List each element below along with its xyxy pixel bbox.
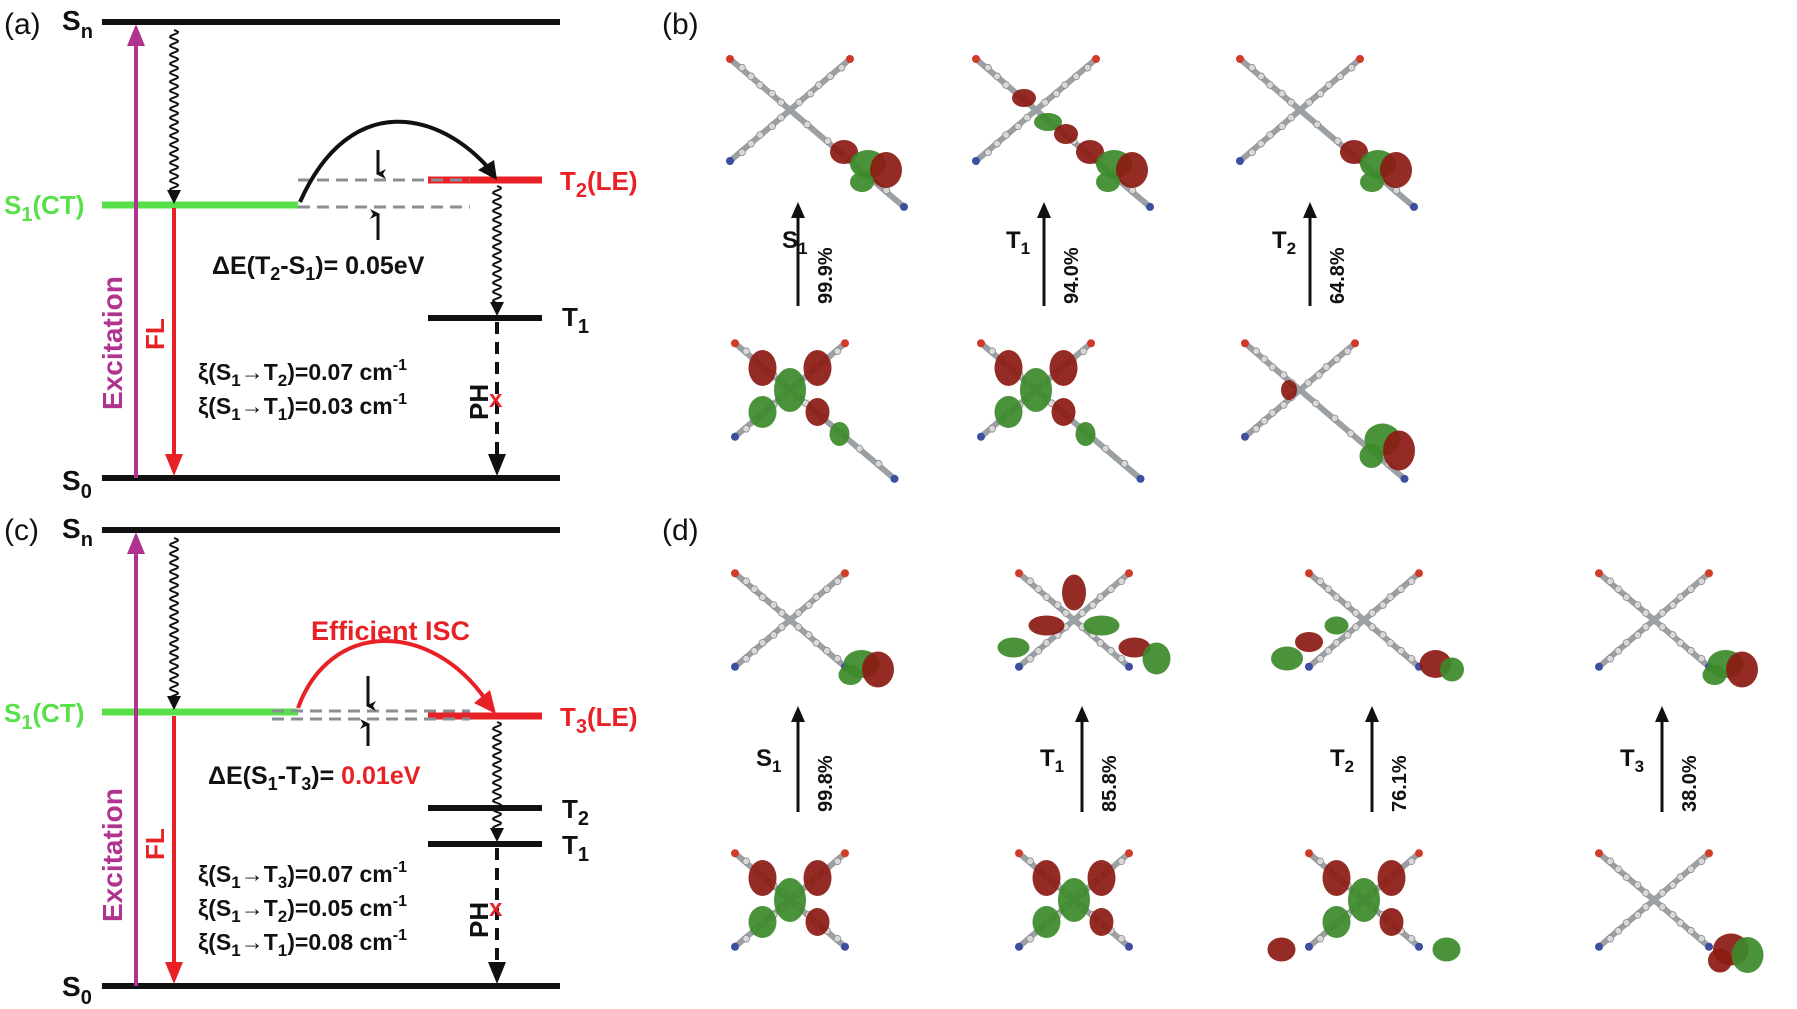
xi-s1-t3-label: ξ(S1→T3)=0.07 cm-1 [198,859,407,892]
transition-arrow-t3: T3 38.0% [1620,706,1701,812]
sn-label: Sn [62,5,93,43]
xi-s1-t1-label: ξ(S1→T1)=0.08 cm-1 [198,927,407,960]
s1-ct-label: S1(CT) [4,698,84,734]
orbital-structure-image [726,55,908,211]
orbital-structure-image [1595,569,1758,688]
transition-arrow-s1: S1 99.9% [782,202,837,306]
delta-e-label: ΔE(T2-S1)= 0.05eV [212,252,425,284]
transition-arrow-s1: S1 99.8% [756,706,837,812]
transition-arrow-t2: T2 64.8% [1272,202,1349,306]
excitation-label: Excitation [97,788,128,922]
isc-curve-arrow [296,639,488,709]
t3-t1-arrowhead [490,828,504,842]
ic-wavy-line [168,537,180,698]
panel-c: (c) Sn S0 S1(CT) T3(LE) T2 T1 Efficient … [4,513,638,1009]
fl-arrowhead [165,962,183,984]
panel-b-letter: (b) [662,8,699,41]
svg-text:T2: T2 [1330,745,1354,776]
isc-arrowhead [474,690,496,714]
t1-label: T1 [562,302,589,338]
s1-ct-label: S1(CT) [4,190,84,226]
orbital-structure-image [972,55,1154,211]
sn-label: Sn [62,513,93,551]
excitation-arrowhead [127,532,145,554]
transition-arrow-t1: T1 85.8% [1040,706,1121,812]
orbital-structure-image [1015,849,1133,951]
orbital-structure-image [731,849,849,951]
t3-le-label: T3(LE) [560,702,638,738]
orbital-structure-image [731,339,899,483]
fl-label: FL [140,318,170,350]
t1-label: T1 [562,830,589,866]
svg-text:99.8%: 99.8% [815,755,837,812]
molecular-orbital-images [731,569,1764,973]
transition-arrow-t2: T2 76.1% [1330,706,1411,812]
panel-a: (a) Sn S0 S1(CT) T2(LE) T1 Excitation [4,5,638,503]
svg-text:S1: S1 [756,745,781,776]
xi-s1-t2-label: ξ(S1→T2)=0.07 cm-1 [198,357,407,390]
svg-text:85.8%: 85.8% [1099,755,1121,812]
svg-text:T1: T1 [1040,745,1064,776]
ph-blocked-mark: x [489,895,503,922]
orbital-structure-image [731,569,894,688]
ph-arrowhead [488,962,506,984]
panel-a-letter: (a) [4,8,41,41]
ph-label: PH [464,384,494,420]
transition-arrow-t1: T1 94.0% [1006,202,1083,306]
svg-text:99.9%: 99.9% [815,247,837,304]
fl-label: FL [140,828,170,860]
fl-arrowhead [165,454,183,476]
svg-text:T1: T1 [1006,227,1030,258]
s0-label: S0 [62,465,92,503]
t2-t1-arrowhead [490,302,504,316]
orbital-structure-image [1236,55,1418,211]
t3-t1-wavy-line [491,721,503,830]
panel-d: (d) S1 99.8% T1 85.8% T2 76.1% T3 38.0% [662,514,1764,973]
ic-wavy-line [168,29,180,192]
risc-arrowhead [478,160,497,180]
excitation-arrowhead [127,24,145,46]
ic-arrowhead [167,696,181,710]
orbital-structure-image [977,339,1145,483]
svg-text:64.8%: 64.8% [1327,247,1349,304]
excitation-label: Excitation [97,276,128,410]
orbital-structure-image [1241,339,1415,483]
svg-text:S1: S1 [782,227,807,258]
svg-text:T3: T3 [1620,745,1644,776]
orbital-structure-image [997,569,1171,675]
s0-label: S0 [62,971,92,1009]
t2-t1-wavy-line [491,185,503,304]
svg-text:38.0%: 38.0% [1679,755,1701,812]
ic-arrowhead [167,190,181,204]
svg-text:T2: T2 [1272,227,1296,258]
xi-s1-t2-label: ξ(S1→T2)=0.05 cm-1 [198,893,407,926]
xi-s1-t1-label: ξ(S1→T1)=0.03 cm-1 [198,391,407,424]
t2-label: T2 [562,794,589,830]
orbital-structure-image [1271,569,1464,682]
ph-blocked-mark: x [489,386,503,413]
risc-curve-arrow [298,119,494,203]
molecular-orbital-images [726,55,1418,483]
panel-b: (b) S1 99.9% T1 94.0% T2 64.8% [662,8,1418,483]
ph-arrowhead [488,454,506,476]
orbital-structure-image [1595,849,1764,973]
ph-label: PH [464,902,494,938]
orbital-structure-image [1267,849,1461,962]
svg-text:94.0%: 94.0% [1061,247,1083,304]
svg-text:76.1%: 76.1% [1389,755,1411,812]
efficient-isc-label: Efficient ISC [311,616,470,646]
panel-d-letter: (d) [662,514,699,547]
panel-c-letter: (c) [4,514,39,547]
t2-le-label: T2(LE) [560,166,638,202]
delta-e-label: ΔE(S1-T3)= 0.01eV [208,762,421,794]
